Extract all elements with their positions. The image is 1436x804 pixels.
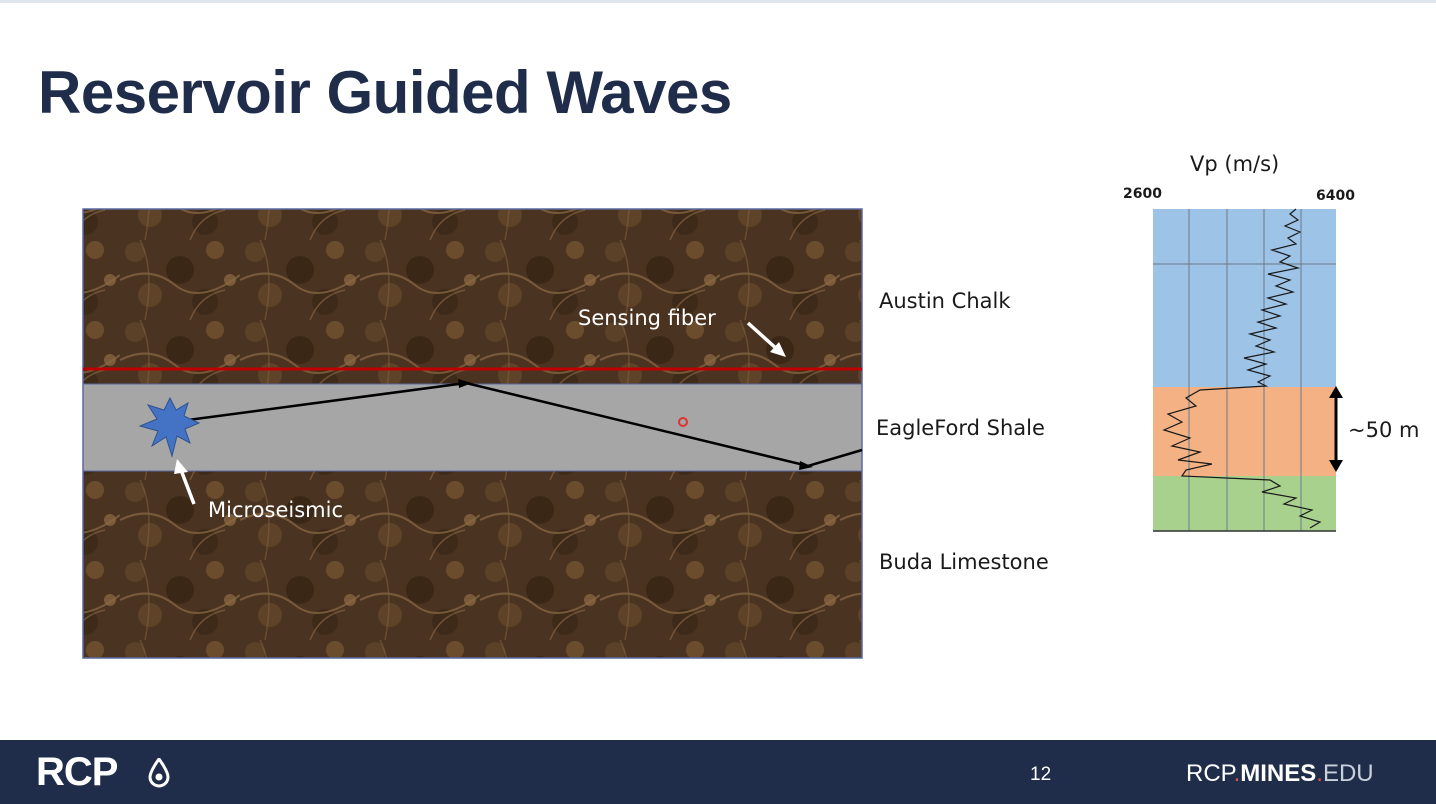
austin-chalk-label: Austin Chalk (879, 289, 1011, 313)
page-number: 12 (1030, 764, 1052, 785)
eagleford-shale-label: EagleFord Shale (876, 416, 1045, 440)
wave-ray-path (187, 381, 863, 468)
log-zone-austin-chalk (1153, 209, 1336, 387)
buda-limestone-label: Buda Limestone (879, 550, 1049, 574)
vp-log-curve (1162, 208, 1322, 529)
url-edu: EDU (1322, 760, 1374, 787)
footer-bar: RCP 12 RCP.MINES.EDU (0, 740, 1436, 804)
sensing-fiber-label: Sensing fiber (578, 306, 716, 330)
microseismic-event-icon (138, 396, 201, 458)
vp-axis-title: Vp (m/s) (1190, 152, 1280, 176)
sensing-fiber-arrowhead (770, 342, 786, 357)
pointer-dot (678, 417, 688, 427)
eagleford-shale-layer (82, 383, 863, 472)
url-dot: . (1316, 760, 1323, 787)
log-zone-buda-limestone (1153, 476, 1336, 531)
url-rcp: RCP (1186, 760, 1234, 787)
microseismic-arrowhead (174, 459, 188, 474)
buda-limestone-layer (83, 471, 862, 658)
footer-url[interactable]: RCP.MINES.EDU (1186, 760, 1374, 788)
url-mines: MINES (1240, 760, 1317, 787)
top-border (0, 0, 1436, 3)
microseismic-label: Microseismic (208, 498, 343, 522)
water-drop-icon (148, 758, 170, 788)
ray-arrowhead-1 (458, 379, 472, 388)
sensing-fiber-arrow (746, 321, 780, 352)
reservoir-diagram (82, 208, 1343, 659)
thickness-arrowhead-top (1329, 386, 1343, 398)
austin-chalk-layer (83, 209, 862, 384)
microseismic-arrow (179, 469, 196, 505)
rcp-logo: RCP (36, 750, 118, 794)
thickness-arrowhead-bottom (1329, 460, 1343, 472)
ray-arrowhead-2 (799, 461, 813, 470)
slide-title: Reservoir Guided Waves (38, 59, 732, 126)
diagram-frame (82, 208, 863, 659)
vp-min-label: 2600 (1123, 186, 1162, 202)
url-dot: . (1233, 760, 1241, 787)
velocity-log (1153, 208, 1343, 532)
log-zone-eagleford-shale (1153, 387, 1336, 476)
thickness-label: ~50 m (1348, 418, 1420, 442)
vp-max-label: 6400 (1316, 188, 1355, 204)
